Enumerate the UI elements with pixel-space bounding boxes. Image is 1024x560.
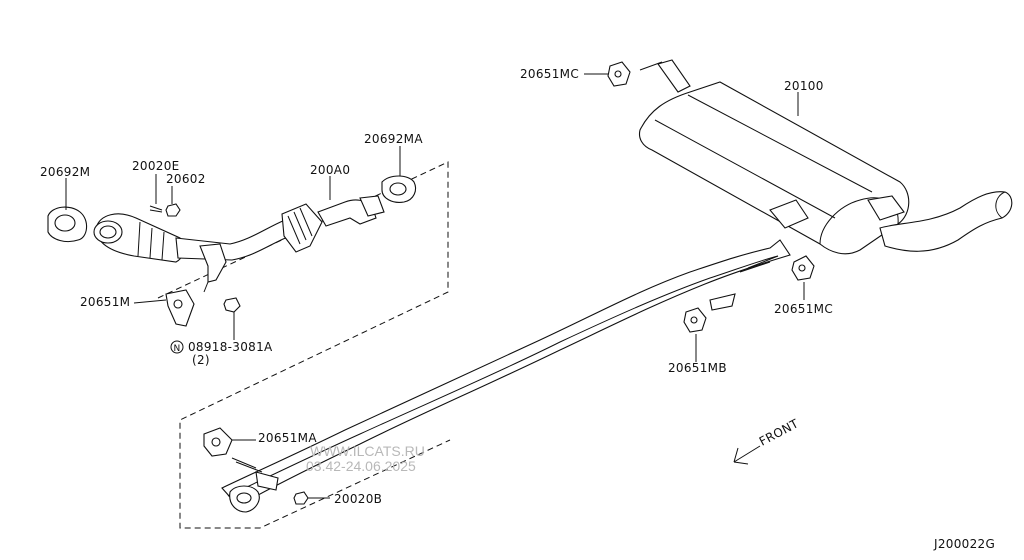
leader-lines <box>65 73 805 499</box>
label-08918-qty: (2) <box>192 353 210 367</box>
label-20651MC-right: 20651MC <box>774 302 833 316</box>
stud-20020E <box>149 205 163 213</box>
label-20651M: 20651M <box>80 295 130 309</box>
gasket-20692MA <box>381 175 417 203</box>
mount-20651MC-top <box>607 61 631 87</box>
label-08918-prefix: N <box>174 344 181 354</box>
label-20692MA: 20692MA <box>364 132 423 146</box>
label-20100: 20100 <box>784 79 824 93</box>
front-pipe-group-boundary <box>157 161 451 529</box>
mount-20651MC-right <box>791 255 815 281</box>
label-20651MB: 20651MB <box>668 361 727 375</box>
flange-center-pipe <box>229 471 279 513</box>
label-20651MC-top: 20651MC <box>520 67 579 81</box>
watermark-date: 03.42-24.06.2025 <box>306 458 416 474</box>
front-pipe-assembly <box>93 195 385 327</box>
label-20692M: 20692M <box>40 165 90 179</box>
mount-20651MB <box>683 307 707 333</box>
watermark-site: WWW.ILCATS.RU <box>310 443 425 459</box>
label-front: FRONT <box>757 416 801 448</box>
front-arrow-icon <box>733 445 761 465</box>
label-200A0: 200A0 <box>310 163 350 177</box>
nut-20602 <box>165 203 181 217</box>
nut-08918 <box>223 297 241 313</box>
nut-20020B <box>293 491 309 505</box>
label-20602: 20602 <box>166 172 206 186</box>
gasket-20692M <box>47 206 88 243</box>
label-20020B: 20020B <box>334 492 382 506</box>
label-20651MA: 20651MA <box>258 431 317 445</box>
center-pipe <box>221 239 791 507</box>
label-08918-3081A: 08918-3081A <box>188 340 273 354</box>
label-20020E: 20020E <box>132 159 180 173</box>
mount-20651MA <box>203 427 263 473</box>
label-diagram-code: J200022G <box>933 537 995 551</box>
main-muffler <box>638 59 1013 255</box>
n-prefix-circle <box>170 340 184 354</box>
